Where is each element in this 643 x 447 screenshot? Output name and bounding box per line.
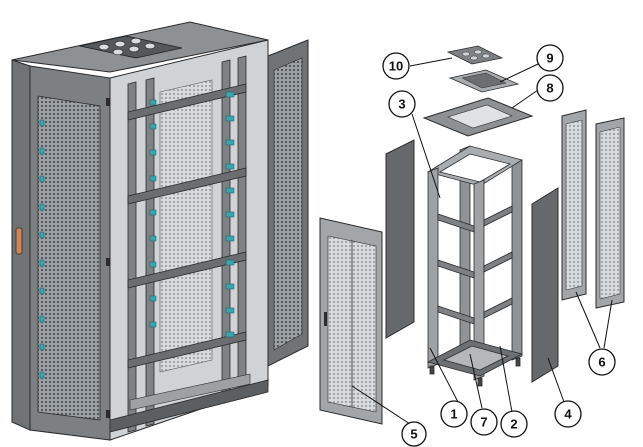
callout-1: 1 — [440, 400, 468, 428]
leader-7 — [469, 353, 483, 409]
callout-9-label: 9 — [546, 51, 553, 66]
exploded-cabinet — [319, 45, 625, 425]
callout-7-label: 7 — [480, 415, 487, 430]
frame-front-post-left — [427, 167, 439, 369]
leader-8 — [511, 89, 539, 109]
frame-foot-3 — [515, 357, 521, 367]
leader-lines — [351, 57, 613, 425]
interior-cable-rings — [149, 91, 235, 338]
cabinet-vertical-posts — [127, 55, 247, 433]
frame-rear-post-right — [511, 159, 523, 361]
part-3-left-side-panel — [385, 139, 415, 339]
callout-5-label: 5 — [410, 427, 417, 442]
part-6-rear-door-right-perforation — [599, 126, 621, 300]
callout-10-label: 10 — [389, 59, 403, 74]
leader-6a — [575, 291, 601, 349]
callout-5: 5 — [401, 421, 427, 447]
part-10-fan-cover — [446, 45, 504, 65]
frame-top-opening — [438, 153, 512, 183]
frame-rail-5 — [483, 251, 513, 273]
callout-7: 7 — [470, 408, 498, 436]
top-fan-holes — [98, 37, 156, 56]
assembled-cabinet — [11, 21, 309, 441]
front-door-handle — [15, 227, 23, 255]
callout-2: 2 — [500, 410, 528, 438]
front-door-perforation — [37, 95, 101, 421]
leader-10 — [409, 57, 453, 67]
callout-8: 8 — [536, 74, 564, 102]
cabinet-base — [109, 379, 269, 433]
front-cable-rings — [39, 119, 45, 379]
leader-9 — [499, 63, 539, 83]
callout-3: 3 — [388, 90, 416, 118]
callout-4-label: 4 — [564, 407, 572, 422]
frame-foot-1 — [429, 365, 435, 375]
frame-base-floor — [442, 345, 510, 371]
part-9-fan-tray-inner — [461, 72, 507, 89]
leader-2 — [499, 345, 513, 413]
callout-6: 6 — [588, 348, 616, 376]
frame-rail-6 — [483, 297, 513, 319]
frame-assembly — [426, 145, 524, 387]
leader-4 — [547, 357, 565, 403]
part-4-right-side-panel — [531, 187, 559, 383]
part-6-rear-door-left-perforation — [565, 119, 583, 291]
callout-10: 10 — [382, 52, 410, 80]
callout-4: 4 — [554, 400, 582, 428]
callouts: 10 9 8 3 1 7 2 4 — [382, 44, 616, 447]
leader-3 — [411, 113, 441, 199]
leader-5 — [351, 385, 411, 425]
callout-9: 9 — [536, 44, 564, 72]
part-5-front-door-lock — [324, 312, 327, 326]
part-8-top-cover-opening — [447, 104, 513, 129]
callout-3-label: 3 — [398, 97, 405, 112]
callout-1-label: 1 — [450, 407, 457, 422]
frame-rail-2 — [437, 259, 475, 279]
callout-8-label: 8 — [546, 81, 553, 96]
part-10-fan-holes — [462, 49, 490, 61]
cabinet-rear-perforation — [159, 79, 213, 373]
frame-rail-1 — [437, 213, 475, 233]
opened-side-door-perforation — [273, 57, 303, 351]
cabinet-horizontal-rails — [127, 83, 247, 369]
cabinet-floor — [129, 373, 251, 411]
leader-6b — [603, 299, 613, 349]
frame-foot-2 — [477, 377, 483, 387]
leader-1 — [429, 347, 459, 403]
frame-rail-4 — [483, 205, 513, 227]
frame-front-post-right — [473, 179, 485, 381]
callout-2-label: 2 — [510, 417, 517, 432]
frame-rail-3 — [437, 305, 475, 325]
callout-6-label: 6 — [598, 355, 605, 370]
front-door-hinges — [106, 98, 110, 418]
